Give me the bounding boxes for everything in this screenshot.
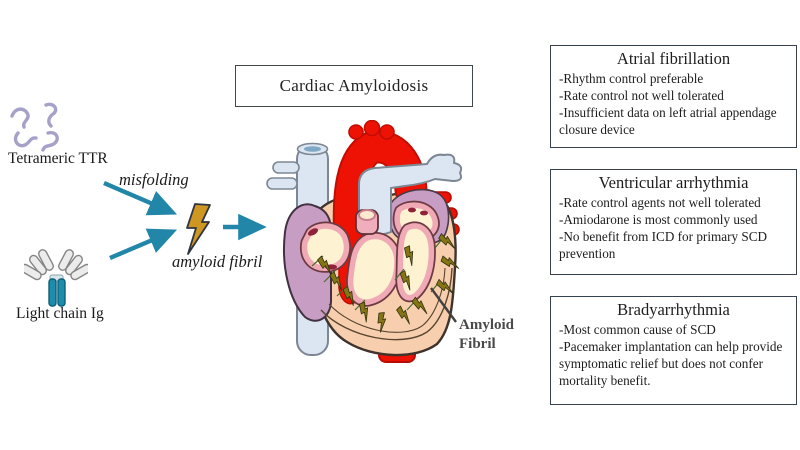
tetrameric-ttr-label: Tetrameric TTR xyxy=(8,150,108,167)
aortic-valve xyxy=(355,209,379,235)
amyloid-fibril-bolt-icon xyxy=(186,203,211,255)
info-box-line: -Insufficient data on left atrial append… xyxy=(559,104,777,138)
info-box-line: -No benefit from ICD for primary SCD pre… xyxy=(559,228,768,262)
pulmonary-artery xyxy=(358,153,463,236)
info-box-atrial-fibrillation: Atrial fibrillation -Rhythm control pref… xyxy=(550,45,797,148)
info-box-bradyarrhythmia: Bradyarrhythmia -Most common cause of SC… xyxy=(550,296,797,405)
info-box-line: -Rate control agents not well tolerated xyxy=(559,194,761,210)
amyloid-fibril-label: amyloid fibril xyxy=(172,252,263,271)
info-box-line: -Amiodarone is most commonly used xyxy=(559,211,758,227)
light-chain-ig-label: Light chain Ig xyxy=(16,305,104,322)
tetrameric-ttr-icon xyxy=(10,102,59,152)
title-box: Cardiac Amyloidosis xyxy=(235,65,473,107)
info-box-line: -Most common cause of SCD xyxy=(559,321,716,337)
info-box-ventricular-arrhythmia: Ventricular arrhythmia -Rate control age… xyxy=(550,169,797,275)
light-chain-arrow xyxy=(109,228,178,261)
misfolding-label: misfolding xyxy=(119,170,189,189)
info-box-title: Bradyarrhythmia xyxy=(617,300,730,319)
info-box-line: -Rhythm control preferable xyxy=(559,70,704,86)
diagram-title: Cardiac Amyloidosis xyxy=(279,76,429,95)
info-box-title: Atrial fibrillation xyxy=(616,49,731,68)
light-chain-ig-icon xyxy=(24,249,88,307)
info-box-line: -Pacemaker implantation can help provide… xyxy=(559,338,783,389)
amyloid-fibril-annotation: Amyloid Fibril xyxy=(459,317,515,353)
heart-illustration xyxy=(266,120,463,363)
info-box-line: -Rate control not well tolerated xyxy=(559,87,724,103)
info-box-title: Ventricular arrhythmia xyxy=(598,173,749,192)
